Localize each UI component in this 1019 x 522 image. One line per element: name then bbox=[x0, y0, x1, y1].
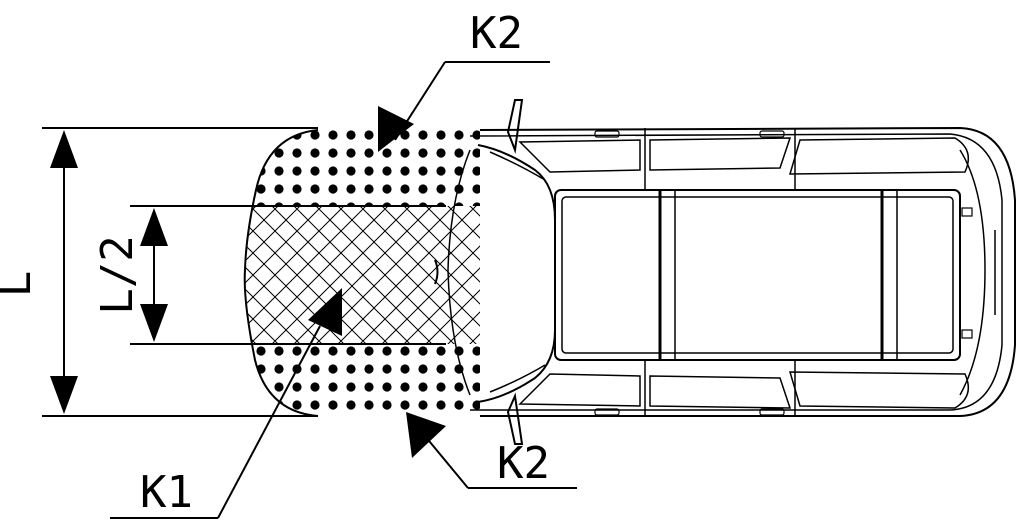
arrowhead-up bbox=[50, 130, 78, 168]
arrowhead bbox=[308, 288, 342, 336]
dim-label-l: L bbox=[0, 271, 41, 298]
windshield bbox=[477, 144, 556, 403]
label-k1: K1 bbox=[140, 467, 193, 518]
dimension-l: L bbox=[0, 127, 318, 417]
zone-k2-top-fill bbox=[244, 130, 480, 206]
callout-k1: K1 bbox=[110, 288, 342, 519]
front-zone-outline bbox=[243, 129, 319, 417]
label-k2-top: K2 bbox=[470, 8, 523, 59]
dimension-half-l: L/2 bbox=[92, 208, 168, 342]
car-body-outline bbox=[479, 126, 1016, 417]
car-top-view bbox=[434, 99, 1016, 445]
front-zone bbox=[130, 129, 480, 417]
roof bbox=[554, 189, 961, 361]
zone-k2-bottom-fill bbox=[244, 344, 480, 416]
label-k2-bottom: K2 bbox=[497, 438, 550, 489]
arrowhead-down bbox=[140, 304, 168, 342]
mirror-bottom bbox=[506, 392, 524, 445]
arrowhead bbox=[406, 412, 446, 458]
zone-k1-fill bbox=[244, 206, 480, 344]
arrowhead bbox=[378, 106, 414, 152]
arrowhead-up bbox=[140, 208, 168, 246]
callout-k2-top: K2 bbox=[378, 8, 550, 152]
callout-k2-bottom: K2 bbox=[406, 412, 577, 489]
dim-label-half-l: L/2 bbox=[92, 235, 143, 314]
arrowhead-down bbox=[50, 376, 78, 414]
mirror-top bbox=[506, 99, 524, 154]
